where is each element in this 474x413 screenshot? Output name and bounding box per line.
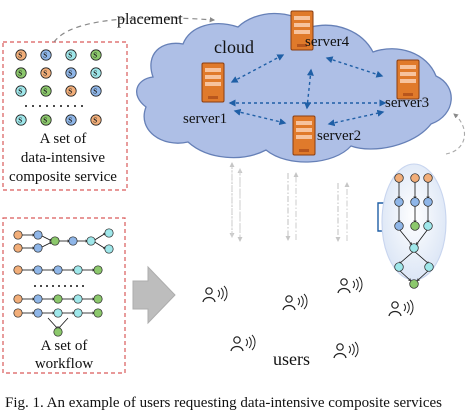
service-icon-row-2: S S S S <box>15 67 102 79</box>
service-icon-row-3: S S S S <box>15 85 102 97</box>
service-icon: S <box>90 49 102 61</box>
arrow-to-users <box>132 265 176 325</box>
server1-server2-link <box>233 108 287 126</box>
cloud-label: cloud <box>214 37 254 57</box>
service-symbol: S <box>43 52 47 60</box>
service-symbol: S <box>68 70 72 78</box>
service-icon: S <box>40 114 52 126</box>
user-with-wifi-icon <box>230 334 256 352</box>
users-area: users <box>202 276 414 369</box>
user-with-wifi-icon <box>333 341 359 359</box>
server-node-server2: server2 <box>292 115 361 156</box>
service-box-line-1: A set of <box>40 131 87 147</box>
request-graph-bubble <box>377 113 466 289</box>
cloud-group: cloud server4 <box>136 10 452 163</box>
user-with-wifi-icon <box>337 276 363 294</box>
service-symbol: S <box>18 52 22 60</box>
figure-caption: Fig. 1. An example of users requesting d… <box>5 395 442 411</box>
service-box-line-2: data-intensive <box>21 150 105 166</box>
service-icon: S <box>65 67 77 79</box>
service-icon: S <box>40 49 52 61</box>
server-icon <box>201 62 225 103</box>
service-icon: S <box>15 114 27 126</box>
server-label: server2 <box>317 128 361 144</box>
server-icon <box>290 10 314 51</box>
workflow-box-line-2: workflow <box>35 356 93 372</box>
service-icon: S <box>65 49 77 61</box>
workflow-graphs <box>13 228 114 337</box>
service-icon: S <box>90 67 102 79</box>
workflow-bottom <box>13 294 103 337</box>
service-icons-grid: S S S S <box>15 49 102 126</box>
service-symbol: S <box>68 52 72 60</box>
service-symbol: S <box>43 70 47 78</box>
server-label: server1 <box>183 111 227 127</box>
service-icon-row-4: S S S S <box>15 114 102 126</box>
service-box-line-3: composite service <box>9 169 117 185</box>
workflow-box-outline <box>2 217 126 374</box>
placement-label: placement <box>117 11 183 28</box>
placement-connector: placement <box>53 11 216 43</box>
service-symbol: S <box>18 117 22 125</box>
user-with-wifi-icon <box>202 285 228 303</box>
service-symbol: S <box>93 88 97 96</box>
service-icon: S <box>15 85 27 97</box>
service-icon: S <box>15 67 27 79</box>
service-symbol: S <box>68 117 72 125</box>
service-icon: S <box>90 85 102 97</box>
service-icon: S <box>65 85 77 97</box>
server-label: server3 <box>385 95 429 111</box>
workflow-middle <box>13 265 103 275</box>
service-symbol: S <box>18 88 22 96</box>
users-label: users <box>273 349 310 369</box>
user-with-wifi-icon <box>282 293 308 311</box>
server-label: server4 <box>305 34 350 50</box>
request-to-cloud-arrow <box>445 113 466 155</box>
placement-arrow <box>53 16 216 43</box>
big-gray-arrow <box>132 265 176 325</box>
server-icon <box>292 115 316 156</box>
service-symbol: S <box>93 70 97 78</box>
server1-server4-link <box>230 54 285 83</box>
service-symbol: S <box>18 70 22 78</box>
left-workflow-panel: A set of workflow <box>2 217 126 374</box>
upload-download-arrows <box>229 162 350 242</box>
service-icon: S <box>15 49 27 61</box>
service-ellipsis <box>25 105 83 107</box>
service-symbol: S <box>43 88 47 96</box>
service-icon-row-1: S S S S <box>15 49 102 61</box>
service-symbol: S <box>68 88 72 96</box>
service-symbol: S <box>93 117 97 125</box>
workflow-ellipsis <box>34 285 84 287</box>
server4-server3-link <box>325 56 384 78</box>
server-node-server4: server4 <box>290 10 350 51</box>
server-node-server1: server1 <box>183 62 227 127</box>
server-links <box>228 54 387 127</box>
left-service-panel: S S S S <box>2 41 128 191</box>
service-icon: S <box>90 114 102 126</box>
service-box-outline <box>2 41 128 191</box>
server4-server2-link <box>304 68 314 110</box>
service-icon: S <box>65 114 77 126</box>
service-icon: S <box>40 67 52 79</box>
service-icon: S <box>40 85 52 97</box>
service-symbol: S <box>43 117 47 125</box>
workflow-box-line-1: A set of <box>41 338 88 354</box>
server-node-server3: server3 <box>385 59 429 111</box>
workflow-top <box>13 228 114 254</box>
graph-edges <box>397 181 430 282</box>
request-graph <box>394 173 434 289</box>
server-icon <box>396 59 420 100</box>
user-with-wifi-icon <box>388 299 414 317</box>
graph-nodes <box>394 173 434 289</box>
service-symbol: S <box>93 52 97 60</box>
